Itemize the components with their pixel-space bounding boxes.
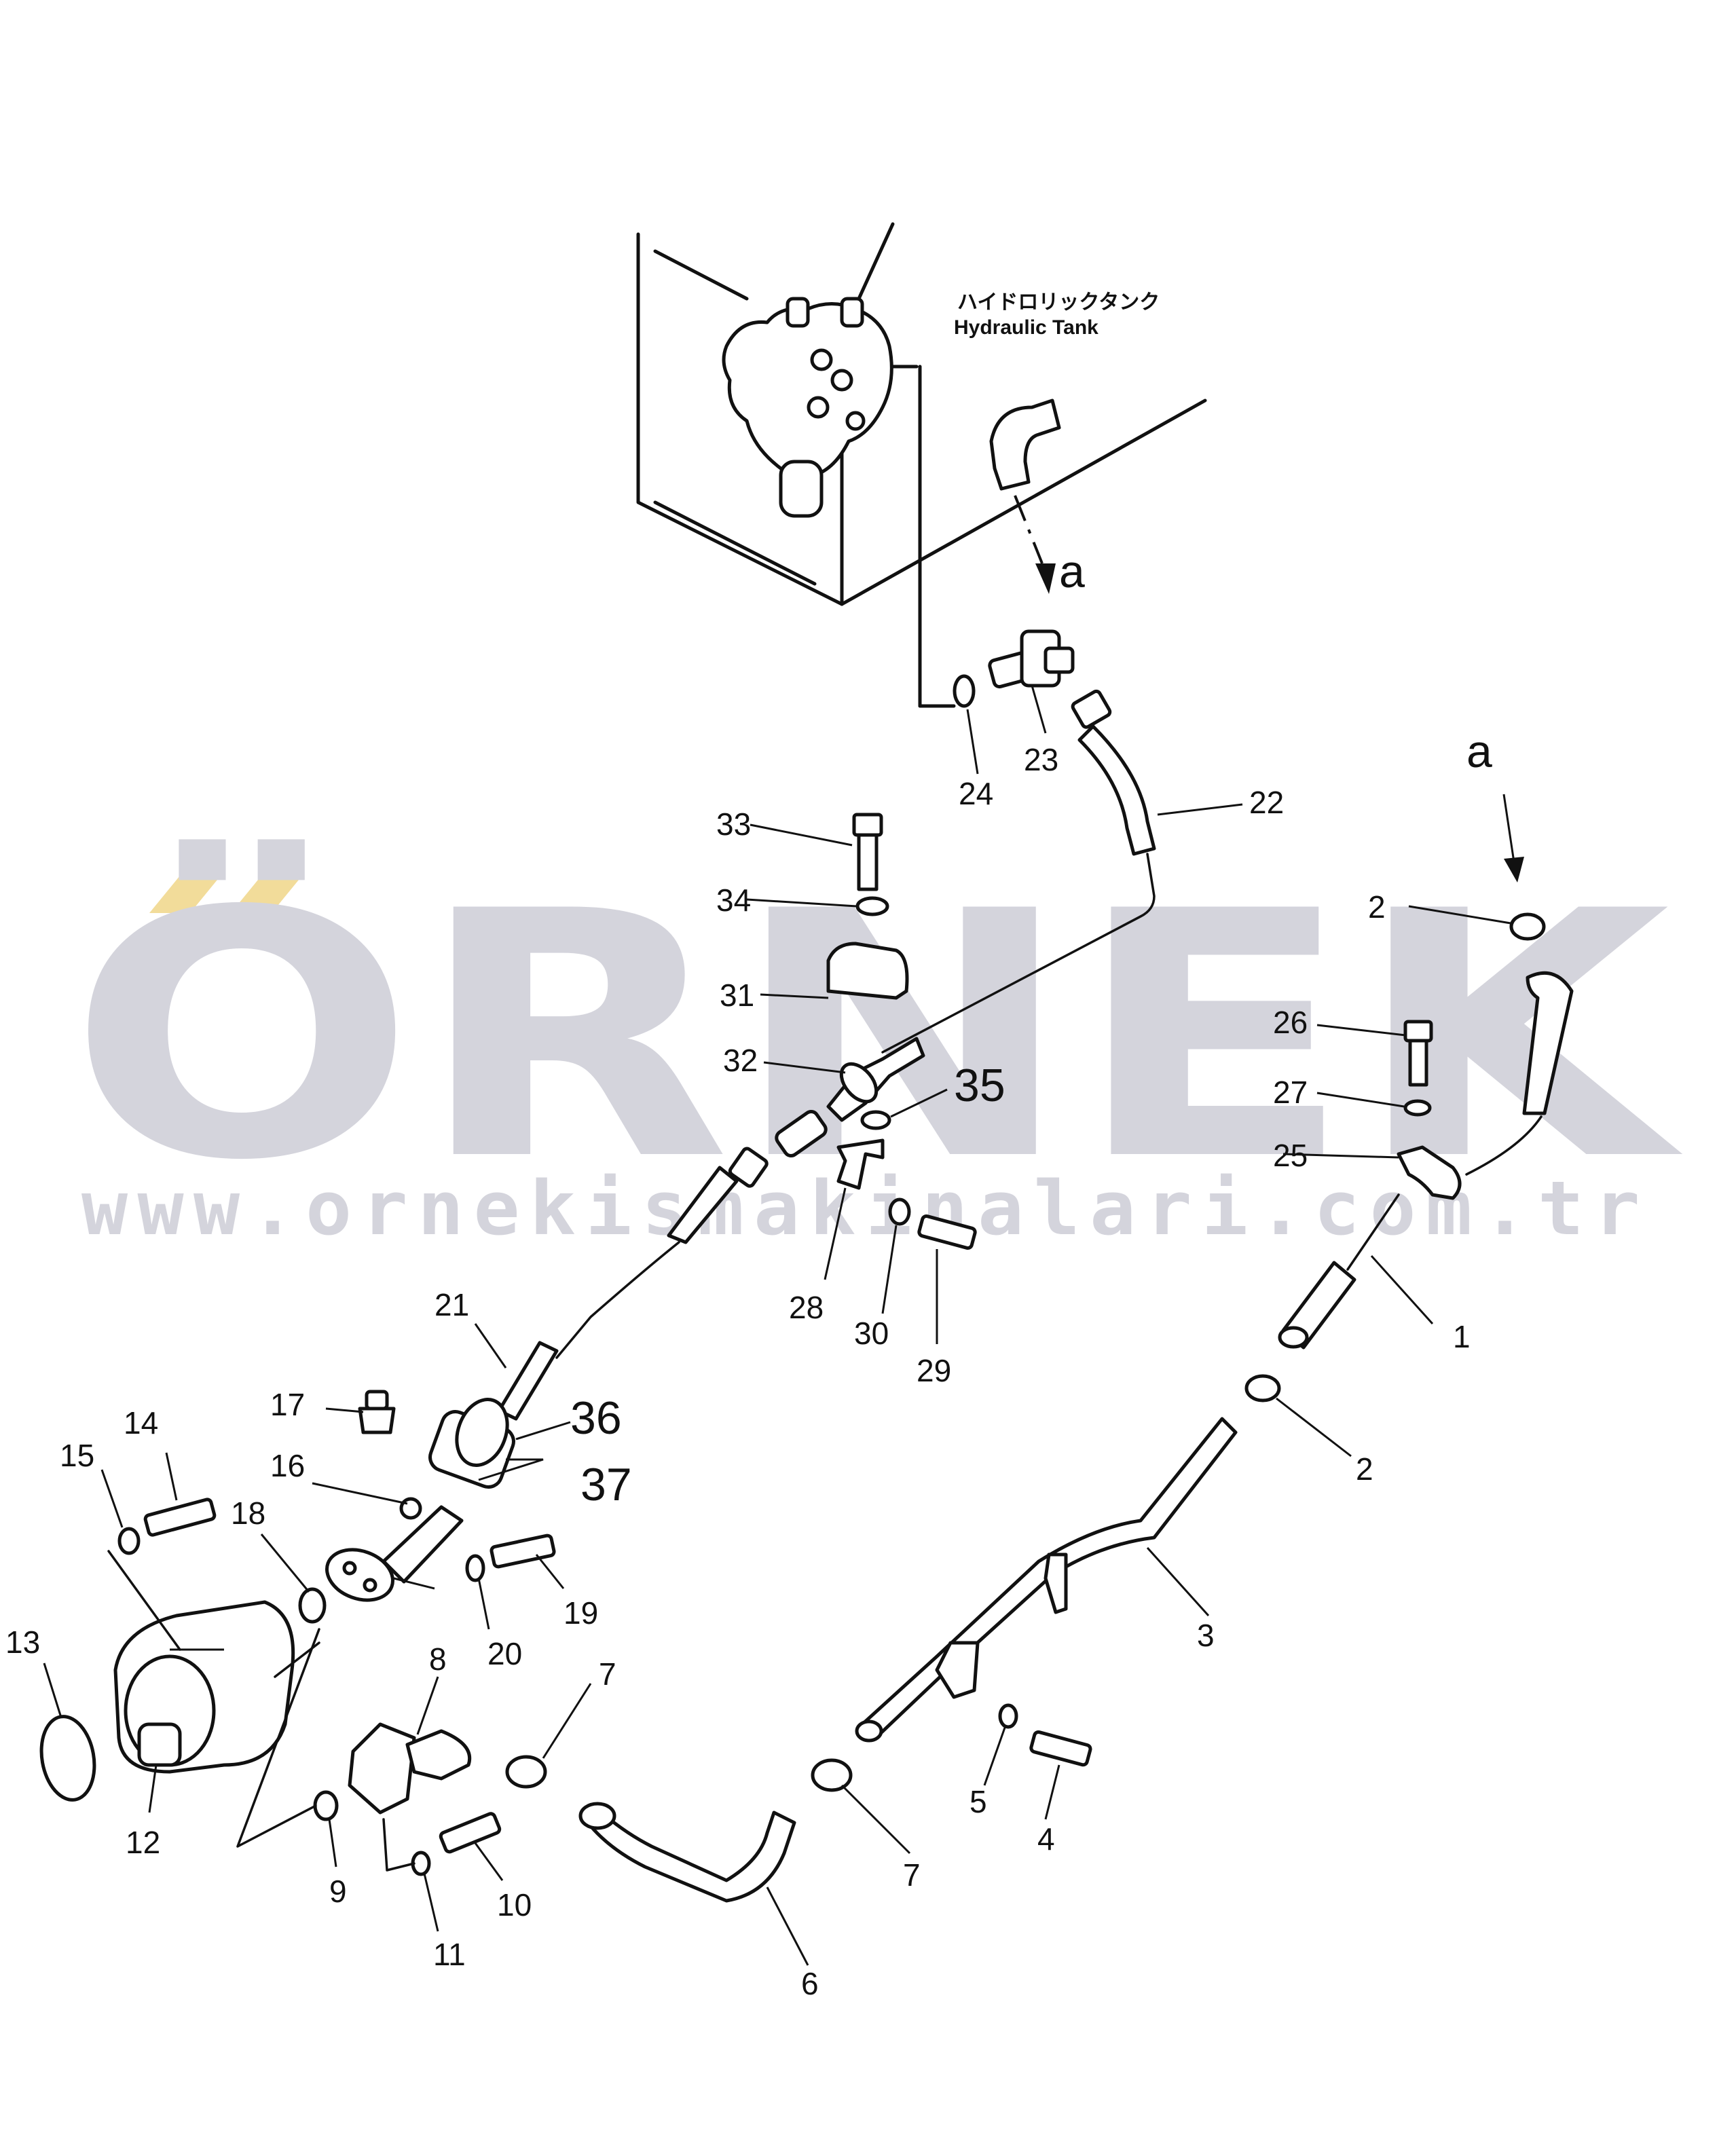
watermark-accent-right	[231, 876, 302, 913]
callout-28: 28	[789, 1290, 824, 1325]
bolt-33	[852, 813, 883, 891]
callout-6: 6	[801, 1966, 819, 2001]
callout-29: 29	[917, 1353, 951, 1388]
elbow-fitting-23	[988, 629, 1075, 689]
callout-36: 36	[570, 1392, 622, 1444]
callout-8: 8	[429, 1641, 447, 1677]
washer-30	[888, 1197, 911, 1226]
callout-1: 1	[1453, 1319, 1471, 1354]
plug-16	[399, 1497, 422, 1520]
callout-4: 4	[1037, 1821, 1055, 1857]
callout-31: 31	[720, 978, 754, 1013]
clamp-25	[1397, 1145, 1462, 1200]
callout-32: 32	[723, 1043, 758, 1078]
callout-5: 5	[969, 1784, 987, 1819]
callout-18: 18	[231, 1495, 265, 1531]
bracket-28	[836, 1138, 885, 1190]
tank-label-japanese: ハイドロリックタンク	[957, 291, 1160, 314]
leader-lines	[43, 685, 1511, 1966]
clamp-7-left	[505, 1755, 547, 1789]
callout-7-left: 7	[599, 1656, 616, 1692]
callout-2-upper: 2	[1368, 889, 1386, 925]
washer-5	[998, 1703, 1018, 1729]
hose-fitting-32	[775, 1037, 925, 1158]
callout-13: 13	[5, 1624, 40, 1660]
hose-1	[1278, 971, 1574, 1350]
bolt-19	[490, 1534, 556, 1569]
flange-elbow-8	[348, 1722, 471, 1815]
view-arrow-top	[1035, 563, 1056, 594]
o-ring-13	[39, 1715, 96, 1802]
callout-37: 37	[580, 1459, 632, 1510]
washer-15	[117, 1527, 141, 1555]
hose-22	[881, 689, 1156, 1054]
callout-27: 27	[1273, 1075, 1308, 1110]
callout-25: 25	[1273, 1138, 1308, 1173]
callout-10: 10	[497, 1887, 532, 1922]
callout-22: 22	[1249, 785, 1284, 820]
o-ring-9	[313, 1790, 339, 1821]
pipe-3	[855, 1417, 1238, 1743]
callout-numbers: 1 2 2 3 4 5 6 7 7 8 9 10 11 12 13 14 15 …	[5, 742, 1471, 2001]
washer-34	[855, 896, 889, 916]
callout-9: 9	[329, 1874, 347, 1909]
washer-27	[1403, 1099, 1432, 1117]
callout-33: 33	[716, 806, 751, 842]
callout-24: 24	[959, 776, 993, 811]
callout-3: 3	[1197, 1618, 1215, 1653]
clamp-7-right	[811, 1758, 853, 1792]
callout-23: 23	[1024, 742, 1058, 777]
nut-2-lower	[1244, 1374, 1281, 1402]
callout-7-right: 7	[903, 1857, 921, 1893]
callout-19: 19	[564, 1595, 598, 1631]
callout-17: 17	[270, 1387, 305, 1422]
callout-35: 35	[954, 1060, 1005, 1111]
o-ring-24	[953, 674, 976, 708]
callout-2-lower: 2	[1356, 1451, 1373, 1487]
o-ring-18	[298, 1587, 327, 1624]
control-valve	[722, 222, 895, 518]
flange-connector	[325, 1505, 464, 1602]
clamp-31	[826, 942, 909, 1000]
filter-36-37	[428, 1398, 571, 1489]
callout-14: 14	[124, 1405, 158, 1441]
bolt-14	[143, 1498, 217, 1537]
callout-26: 26	[1273, 1005, 1308, 1040]
breather-17	[358, 1390, 396, 1434]
callout-20: 20	[487, 1636, 522, 1671]
callout-16: 16	[270, 1448, 305, 1483]
bolt-10	[439, 1812, 502, 1854]
callout-11: 11	[433, 1937, 466, 1972]
tank-outlet-elbow: a	[989, 398, 1085, 597]
watermark-accent-left	[149, 876, 221, 913]
tank-label-english: Hydraulic Tank	[954, 316, 1098, 339]
bolt-4	[1029, 1730, 1092, 1767]
hose-6	[578, 1802, 796, 1903]
washer-35	[860, 1110, 891, 1130]
callout-15: 15	[60, 1438, 94, 1473]
view-mark-a-top: a	[1059, 546, 1085, 597]
hose-21	[497, 1147, 769, 1421]
view-arrow-right	[1504, 857, 1524, 882]
callout-12: 12	[126, 1825, 160, 1860]
bolt-29	[917, 1214, 977, 1250]
pump-12	[107, 1550, 320, 1774]
callout-30: 30	[854, 1316, 889, 1351]
washer-20	[465, 1554, 485, 1582]
callout-34: 34	[716, 882, 751, 918]
callout-21: 21	[435, 1287, 469, 1322]
view-mark-a-right: a	[1466, 726, 1492, 777]
bolt-26	[1403, 1020, 1433, 1087]
nut-2-upper	[1509, 912, 1546, 941]
